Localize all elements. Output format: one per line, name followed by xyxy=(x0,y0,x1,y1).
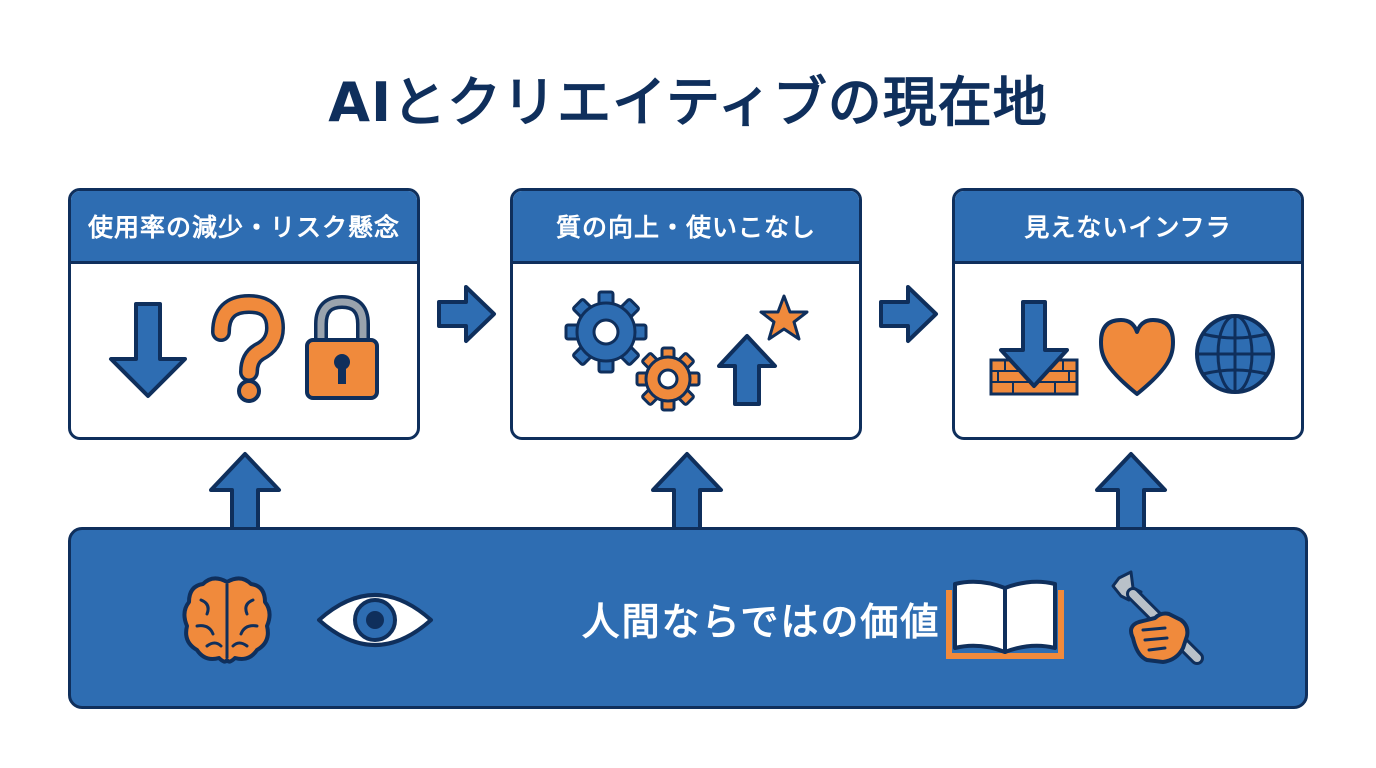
support-arrow-icon xyxy=(1095,452,1167,531)
card-header: 質の向上・使いこなし xyxy=(513,191,859,264)
card-invisible-infrastructure: 見えないインフラ xyxy=(952,188,1304,440)
flow-arrow-icon xyxy=(437,285,496,343)
eye-icon xyxy=(317,593,433,647)
card-body xyxy=(71,264,417,437)
down-arrow-into-wall-icon xyxy=(989,300,1079,396)
gears-icon xyxy=(564,290,701,412)
star-icon xyxy=(759,294,809,341)
card-body xyxy=(955,264,1301,437)
card-header: 見えないインフラ xyxy=(955,191,1301,264)
card-quality-improvement: 質の向上・使いこなし xyxy=(510,188,862,440)
card-header: 使用率の減少・リスク懸念 xyxy=(71,191,417,264)
flow-arrow-icon xyxy=(879,285,938,343)
question-mark-icon xyxy=(211,293,286,403)
foundation-label: 人間ならではの価値 xyxy=(581,599,941,644)
globe-icon xyxy=(1195,314,1275,394)
card-body xyxy=(513,264,859,437)
card-usage-decline: 使用率の減少・リスク懸念 xyxy=(68,188,420,440)
support-arrow-icon xyxy=(209,452,281,531)
support-arrow-icon xyxy=(651,452,723,531)
hand-wrench-icon xyxy=(1111,570,1204,665)
heart-icon xyxy=(1099,318,1175,396)
open-book-icon xyxy=(946,579,1064,659)
down-arrow-icon xyxy=(109,302,187,398)
padlock-icon xyxy=(305,294,379,400)
page-title: AIとクリエイティブの現在地 xyxy=(328,71,1048,134)
brain-icon xyxy=(182,576,272,664)
human-value-foundation: 人間ならではの価値 xyxy=(68,527,1308,709)
up-arrow-icon xyxy=(717,334,777,406)
